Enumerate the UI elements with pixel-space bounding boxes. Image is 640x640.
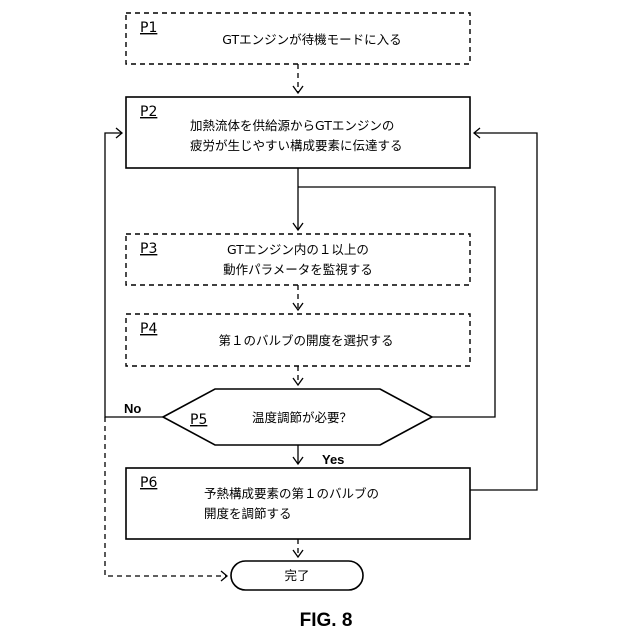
step-p2-text-line1: 加熱流体を供給源からGTエンジンの [190,118,394,133]
step-p3-text-line2: 動作パラメータを監視する [223,262,373,277]
step-p2-label: P2 [140,104,157,120]
step-p4-label: P4 [140,321,157,337]
terminal-end: 完了 [231,561,363,590]
step-p4: P4 第１のバルブの開度を選択する [126,314,470,366]
step-p2-text-line2: 疲労が生じやすい構成要素に伝達する [190,138,403,153]
step-p4-text: 第１のバルブの開度を選択する [218,333,393,348]
decision-p5: P5 温度調節が必要？ [163,389,432,445]
arrow-p3-to-p4 [293,285,303,310]
step-p6: P6 予熱構成要素の第１のバルブの 開度を調節する [126,468,470,539]
step-p6-text-line1: 予熱構成要素の第１のバルブの [204,486,379,501]
edge-label-no: No [124,401,141,416]
arrow-p6-to-end [293,539,303,557]
step-p2: P2 加熱流体を供給源からGTエンジンの 疲労が生じやすい構成要素に伝達する [126,97,470,168]
step-p3-text-line1: GTエンジン内の１以上の [227,242,369,257]
step-p1-text: GTエンジンが待機モードに入る [222,32,401,47]
step-p6-box [126,468,470,539]
arrow-p2-to-p3 [293,168,303,230]
step-p1-label: P1 [140,20,157,36]
terminal-end-text: 完了 [284,568,309,583]
step-p1: P1 GTエンジンが待機モードに入る [126,13,470,64]
step-p6-text-line2: 開度を調節する [204,506,292,521]
arrow-p5-yes-to-p6 [293,445,303,464]
line-p2-bypass-to-p5 [298,187,495,417]
step-p3: P3 GTエンジン内の１以上の 動作パラメータを監視する [126,234,470,285]
step-p3-label: P3 [140,241,157,257]
arrow-p1-to-p2 [293,64,303,93]
arrow-p4-to-p5 [293,366,303,385]
figure-caption: FIG. 8 [300,610,353,631]
arrow-p6-to-p2 [470,128,537,490]
decision-p5-text: 温度調節が必要？ [252,410,352,425]
step-p6-label: P6 [140,475,157,491]
decision-p5-label: P5 [190,412,207,428]
arrow-p5-no-to-p2 [105,128,163,417]
edge-label-yes: Yes [322,452,344,467]
